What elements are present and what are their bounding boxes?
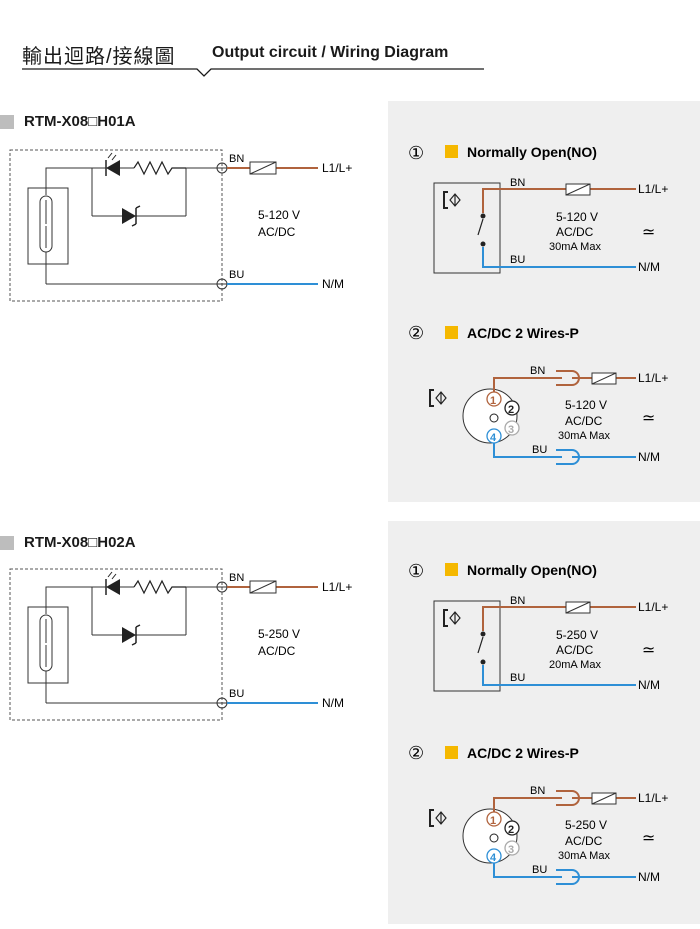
label-l: L1/L+ bbox=[638, 371, 668, 385]
num-1: ① bbox=[408, 143, 424, 163]
label-acdc: AC/DC bbox=[258, 225, 296, 239]
reed-switch-icon bbox=[27, 589, 69, 703]
proximity-sensor-icon bbox=[429, 389, 447, 407]
label-n: N/M bbox=[322, 277, 344, 291]
label-acdc: AC/DC bbox=[565, 834, 603, 848]
label-n: N/M bbox=[638, 678, 660, 692]
approx-symbol: ≃ bbox=[642, 830, 655, 847]
label-bu: BU bbox=[532, 864, 547, 876]
approx-symbol: ≃ bbox=[642, 224, 655, 241]
sensor-box bbox=[433, 600, 501, 692]
accent-square bbox=[445, 746, 458, 759]
accent-square bbox=[445, 326, 458, 339]
sensor-box bbox=[433, 182, 501, 274]
proximity-sensor-icon bbox=[443, 609, 461, 627]
accent-square bbox=[445, 145, 458, 158]
label-n: N/M bbox=[638, 450, 660, 464]
label-l: L1/L+ bbox=[638, 600, 668, 614]
pin-4: 4 bbox=[490, 852, 497, 864]
label-max: 30mA Max bbox=[549, 241, 601, 253]
led-icon bbox=[105, 571, 120, 595]
pin-2: 2 bbox=[508, 404, 514, 416]
label-bu: BU bbox=[510, 672, 525, 684]
title-no: Normally Open(NO) bbox=[467, 144, 597, 160]
label-voltage: 5-250 V bbox=[565, 818, 607, 832]
zener-diode-icon bbox=[122, 624, 141, 646]
wiring-panel-h02a: ① Normally Open(NO) BN BU L1/L+ N/M 5-25… bbox=[388, 521, 700, 924]
label-bn: BN bbox=[510, 177, 525, 189]
section-marker bbox=[0, 115, 14, 129]
reed-switch-icon bbox=[27, 170, 69, 284]
led-icon bbox=[105, 152, 120, 176]
output-circuit-h02a: BN BU L1/L+ N/M 5-250 V AC/DC bbox=[9, 568, 352, 721]
label-bu: BU bbox=[229, 269, 244, 281]
pin-3: 3 bbox=[508, 844, 514, 856]
label-n: N/M bbox=[322, 696, 344, 710]
label-bn: BN bbox=[530, 785, 545, 797]
header-underline bbox=[22, 68, 484, 77]
label-bu: BU bbox=[229, 688, 244, 700]
pin-2: 2 bbox=[508, 824, 514, 836]
pin-3: 3 bbox=[508, 424, 514, 436]
page-header: 輸出迴路/接線圖 Output circuit / Wiring Diagram bbox=[22, 40, 484, 77]
accent-square bbox=[445, 563, 458, 576]
num-1: ① bbox=[408, 561, 424, 581]
output-circuit-h01a: BN BU L1/L+ N/M 5-120 V AC/DC bbox=[9, 149, 352, 302]
num-2: ② bbox=[408, 743, 424, 763]
title-p: AC/DC 2 Wires-P bbox=[467, 325, 579, 341]
title-p: AC/DC 2 Wires-P bbox=[467, 745, 579, 761]
label-max: 20mA Max bbox=[549, 659, 601, 671]
pin-1: 1 bbox=[490, 815, 496, 827]
section-title-h01a: RTM-X08□H01A bbox=[24, 113, 136, 130]
label-max: 30mA Max bbox=[558, 850, 610, 862]
label-voltage: 5-250 V bbox=[556, 628, 598, 642]
label-acdc: AC/DC bbox=[556, 225, 594, 239]
proximity-sensor-icon bbox=[429, 809, 447, 827]
header-title-en: Output circuit / Wiring Diagram bbox=[212, 44, 449, 61]
zener-diode-icon bbox=[122, 205, 141, 227]
resistor-icon bbox=[133, 579, 186, 595]
label-bn: BN bbox=[229, 572, 244, 584]
approx-symbol: ≃ bbox=[642, 410, 655, 427]
header-title-cn: 輸出迴路/接線圖 bbox=[22, 46, 176, 68]
wiring-diagrams-h01a: ① Normally Open(NO) BN BU L1/L+ N/M 5-12… bbox=[408, 143, 668, 465]
section-title-h02a: RTM-X08□H02A bbox=[24, 534, 136, 551]
label-bn: BN bbox=[530, 365, 545, 377]
pin-4: 4 bbox=[490, 432, 497, 444]
label-l: L1/L+ bbox=[638, 182, 668, 196]
approx-symbol: ≃ bbox=[642, 642, 655, 659]
label-l: L1/L+ bbox=[322, 161, 352, 175]
wiring-panel-h01a: ① Normally Open(NO) BN BU L1/L+ N/M 5-12… bbox=[388, 101, 700, 502]
label-bu: BU bbox=[510, 254, 525, 266]
label-l: L1/L+ bbox=[638, 791, 668, 805]
title-no: Normally Open(NO) bbox=[467, 562, 597, 578]
wiring-diagrams-h02a: ① Normally Open(NO) BN BU L1/L+ N/M 5-25… bbox=[408, 561, 668, 885]
num-2: ② bbox=[408, 323, 424, 343]
pin-1: 1 bbox=[490, 395, 496, 407]
label-max: 30mA Max bbox=[558, 430, 610, 442]
section-marker bbox=[0, 536, 14, 550]
label-l: L1/L+ bbox=[322, 580, 352, 594]
label-voltage: 5-120 V bbox=[565, 398, 607, 412]
label-n: N/M bbox=[638, 260, 660, 274]
label-acdc: AC/DC bbox=[565, 414, 603, 428]
label-n: N/M bbox=[638, 870, 660, 884]
proximity-sensor-icon bbox=[443, 191, 461, 209]
resistor-icon bbox=[133, 160, 186, 176]
label-voltage: 5-250 V bbox=[258, 627, 300, 641]
label-bu: BU bbox=[532, 444, 547, 456]
label-bn: BN bbox=[510, 595, 525, 607]
label-acdc: AC/DC bbox=[556, 643, 594, 657]
sensor-enclosure bbox=[9, 568, 223, 721]
label-acdc: AC/DC bbox=[258, 644, 296, 658]
label-bn: BN bbox=[229, 153, 244, 165]
sensor-enclosure bbox=[9, 149, 223, 302]
label-voltage: 5-120 V bbox=[556, 210, 598, 224]
label-voltage: 5-120 V bbox=[258, 208, 300, 222]
